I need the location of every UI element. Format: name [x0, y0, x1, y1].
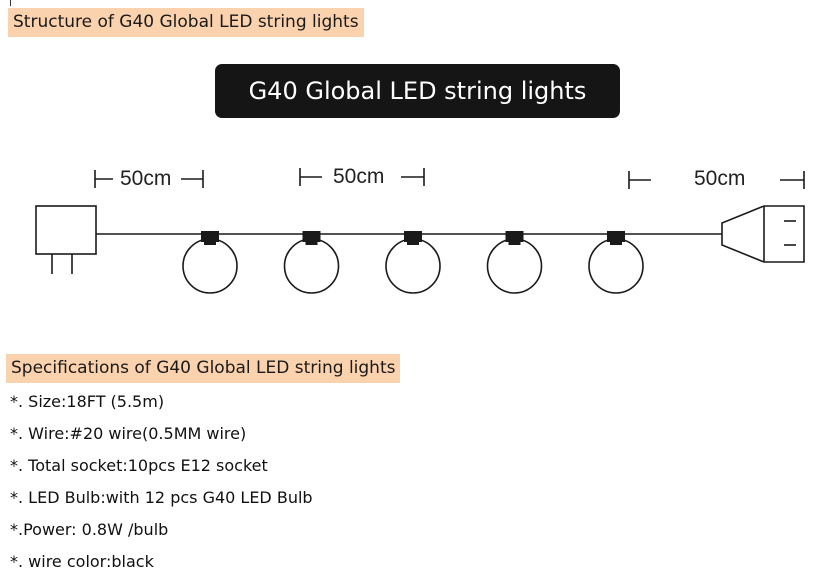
spec-total-socket: *. Total socket:10pcs E12 socket [10, 456, 268, 475]
specifications-heading: Specifications of G40 Global LED string … [6, 354, 401, 383]
plug-adapter [35, 205, 97, 274]
bulb-1 [182, 231, 238, 294]
bulb-socket [404, 231, 422, 242]
structure-heading: Structure of G40 Global LED string light… [8, 8, 364, 37]
spec-wire-color: *. wire color:black [10, 552, 154, 571]
dimension-label-3: 50cm [694, 167, 745, 190]
bulb-socket [505, 231, 524, 242]
bulb-socket [201, 231, 219, 242]
bulb-4 [486, 231, 543, 294]
top-edge-mark [10, 0, 11, 6]
bulb-globe [486, 238, 543, 294]
spec-led-bulb: *. LED Bulb:with 12 pcs G40 LED Bulb [10, 488, 313, 507]
spec-size: *. Size:18FT (5.5m) [10, 392, 165, 411]
bulb-socket [607, 231, 625, 242]
bulb-socket [302, 231, 321, 242]
bulb-globe [182, 238, 238, 294]
dimension-label-1: 50cm [120, 167, 171, 190]
dimension-marker-2 [299, 168, 425, 186]
bulb-globe [588, 238, 644, 294]
bulb-5 [588, 231, 644, 294]
specifications-list: *. Size:18FT (5.5m) *. Wire:#20 wire(0.5… [10, 392, 313, 584]
bulb-globe [283, 238, 340, 294]
dimension-label-2: 50cm [333, 165, 384, 188]
title-banner: G40 Global LED string lights [215, 64, 620, 118]
spec-wire: *. Wire:#20 wire(0.5MM wire) [10, 424, 247, 443]
end-connector [721, 205, 805, 263]
dimension-marker-1 [94, 170, 204, 188]
bulb-2 [283, 231, 340, 294]
banner-title: G40 Global LED string lights [248, 77, 587, 105]
spec-power: *.Power: 0.8W /bulb [10, 520, 169, 539]
dimension-marker-3 [628, 171, 805, 189]
bulb-3 [385, 231, 441, 294]
bulb-globe [385, 238, 441, 294]
